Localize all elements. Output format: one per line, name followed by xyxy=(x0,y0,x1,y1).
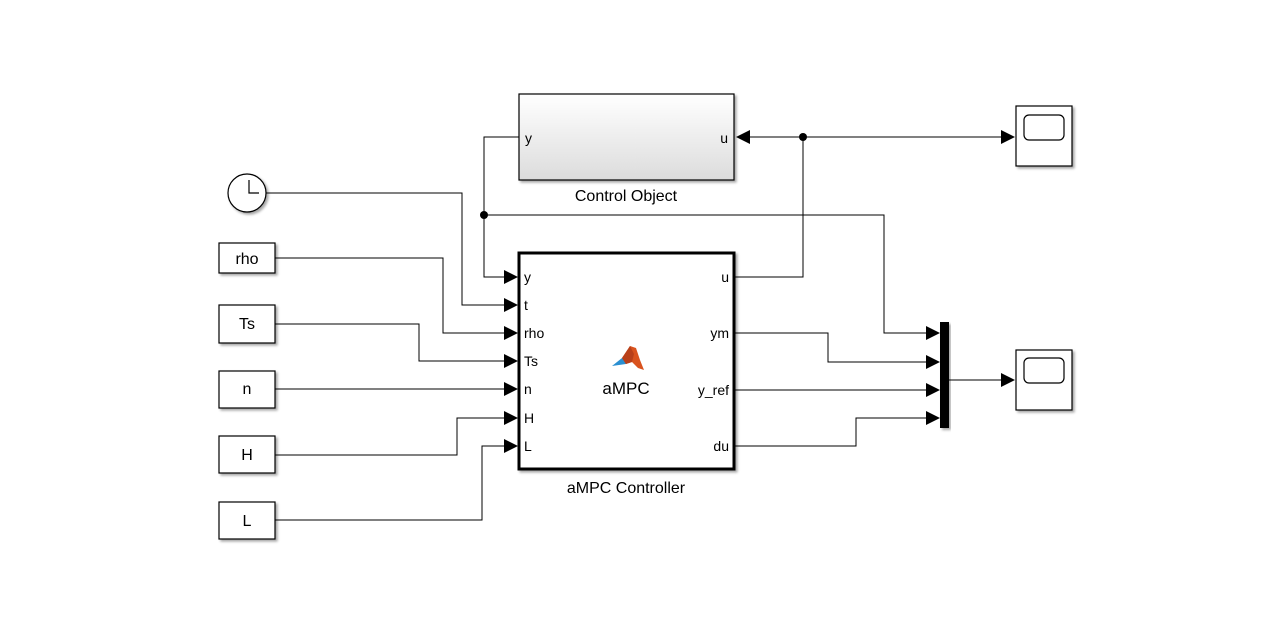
arrowhead xyxy=(504,411,518,425)
wire-clock-to-t[interactable] xyxy=(266,192,511,306)
port-label-y: y xyxy=(525,130,532,146)
branch-point xyxy=(799,133,807,141)
arrowhead xyxy=(504,354,518,368)
constant-block-l[interactable]: L xyxy=(218,501,276,540)
wire-y-to-mux-1[interactable] xyxy=(484,214,929,334)
constant-block-h[interactable]: H xyxy=(218,435,276,474)
arrowhead xyxy=(1001,130,1015,144)
port-label-in: n xyxy=(524,381,532,397)
constant-value: n xyxy=(243,381,252,398)
arrowhead xyxy=(504,439,518,453)
wire-du[interactable] xyxy=(734,417,929,447)
port-label-in: L xyxy=(524,438,532,454)
clock-icon xyxy=(248,180,259,194)
arrowhead xyxy=(736,130,750,144)
port-label-out: du xyxy=(713,438,729,454)
constant-block-ts[interactable]: Ts xyxy=(218,304,276,344)
port-label-u: u xyxy=(720,130,728,146)
port-label-in: t xyxy=(524,297,528,313)
constant-block-n[interactable]: n xyxy=(218,370,276,409)
scope-block-top[interactable] xyxy=(1015,105,1073,167)
port-label-out: u xyxy=(721,269,729,285)
arrowhead xyxy=(926,411,940,425)
scope-icon xyxy=(1023,114,1065,141)
port-label-in: rho xyxy=(524,325,544,341)
wire-l[interactable] xyxy=(275,445,511,521)
wire-plant-y-to-controller-y[interactable] xyxy=(483,136,519,278)
port-label-out: ym xyxy=(710,325,729,341)
scope-icon xyxy=(1023,357,1065,384)
port-label-in: H xyxy=(524,410,534,426)
mux-block[interactable] xyxy=(940,322,949,428)
wire-h[interactable] xyxy=(275,417,511,456)
constant-value: rho xyxy=(235,251,258,268)
arrowhead xyxy=(926,383,940,397)
wire-ym[interactable] xyxy=(734,332,929,363)
arrowhead xyxy=(926,326,940,340)
arrowhead xyxy=(1001,373,1015,387)
block-icon-label: aMPC xyxy=(602,379,649,398)
port-label-in: Ts xyxy=(524,353,538,369)
constant-value: Ts xyxy=(239,316,255,333)
arrowhead xyxy=(504,326,518,340)
matlab-logo-icon xyxy=(612,346,644,370)
branch-point xyxy=(480,211,488,219)
block-name-ampc-controller: aMPC Controller xyxy=(567,480,686,497)
port-label-out: y_ref xyxy=(698,382,729,398)
wire-rho[interactable] xyxy=(275,257,511,334)
constant-block-rho[interactable]: rho xyxy=(218,242,276,274)
scope-block-bottom[interactable] xyxy=(1015,349,1073,411)
constant-value: H xyxy=(241,447,253,464)
arrowhead xyxy=(504,298,518,312)
clock-block[interactable] xyxy=(227,173,267,213)
wire-u-up[interactable] xyxy=(734,137,804,278)
wire-ts[interactable] xyxy=(275,323,511,362)
wires xyxy=(266,130,1015,521)
port-label-in: y xyxy=(524,269,531,285)
arrowhead xyxy=(504,270,518,284)
arrowhead xyxy=(926,355,940,369)
block-name-control-object: Control Object xyxy=(575,188,678,205)
ampc-controller-block[interactable]: y t rho Ts n H L u ym y_ref du aMPC aMPC… xyxy=(517,251,736,497)
constant-value: L xyxy=(243,513,252,530)
control-object-block[interactable]: y u Control Object xyxy=(518,93,735,205)
arrowhead xyxy=(504,382,518,396)
